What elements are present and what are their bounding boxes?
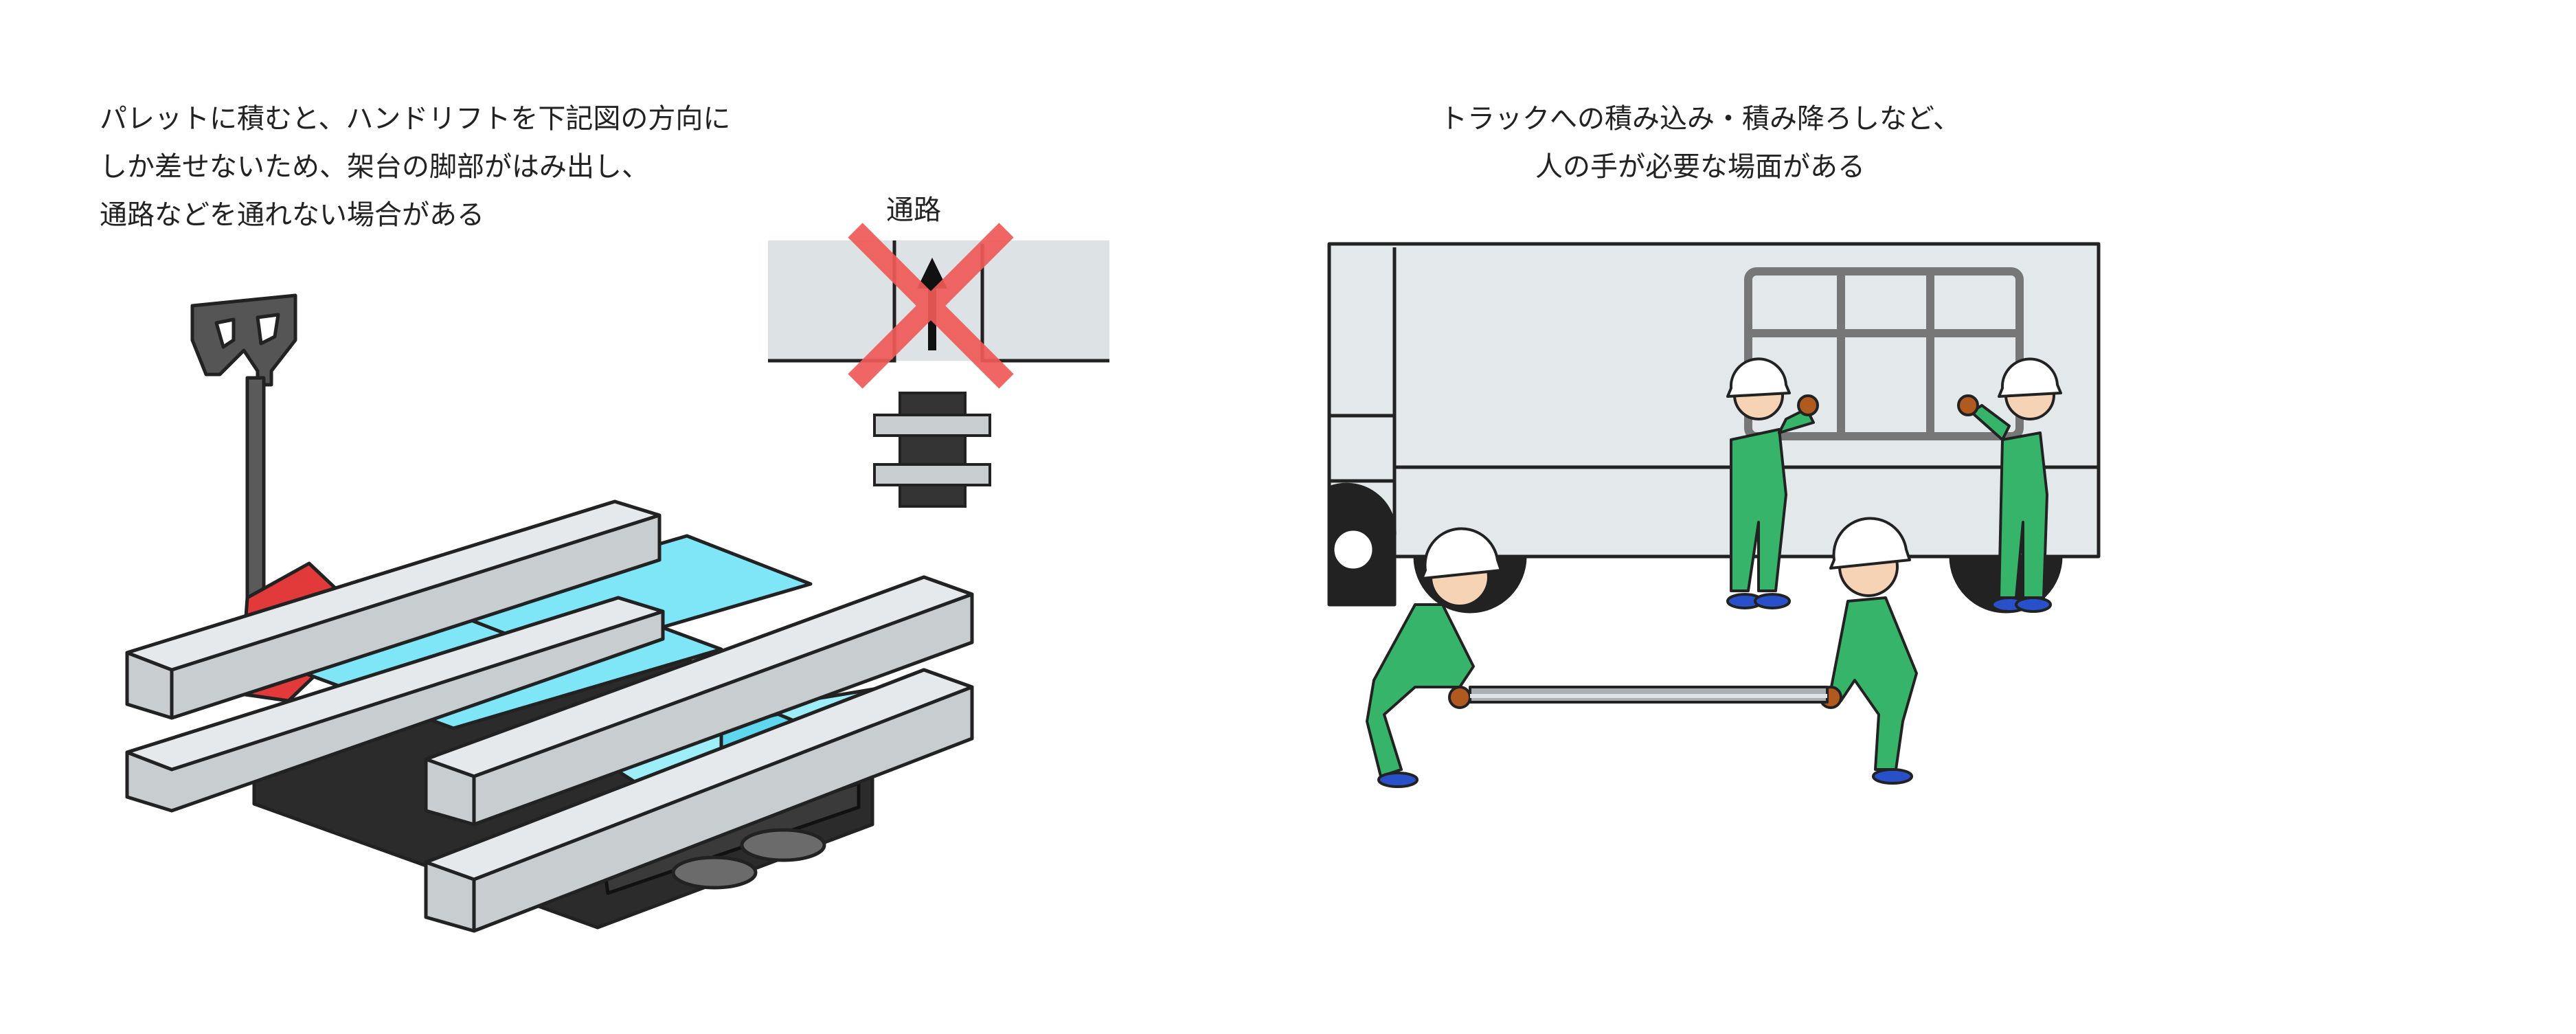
right-caption-line: 人の手が必要な場面がある xyxy=(1535,151,1865,183)
left-caption-line: しか差せないため、架台の脚部がはみ出し、 xyxy=(100,151,649,183)
aisle-label: 通路 xyxy=(886,194,941,226)
left-caption-line: パレットに積むと、ハンドリフトを下記図の方向に xyxy=(100,103,731,135)
worker-figure xyxy=(1726,357,2062,613)
right-caption: トラックへの積み込み・積み降ろしなど、 人の手が必要な場面がある xyxy=(1281,95,2119,191)
cross-mark-icon xyxy=(848,223,1014,389)
pallet-end-view xyxy=(873,392,991,508)
stand-beams xyxy=(125,499,974,933)
right-caption-line: トラックへの積み込み・積み降ろしなど、 xyxy=(1440,103,1961,135)
left-caption-line: 通路などを通れない場合がある xyxy=(100,199,484,231)
worker-figure xyxy=(1366,517,1918,788)
aisle-diagram xyxy=(768,223,1109,508)
left-caption: パレットに積むと、ハンドリフトを下記図の方向に しか差せないため、架台の脚部がは… xyxy=(100,95,730,239)
